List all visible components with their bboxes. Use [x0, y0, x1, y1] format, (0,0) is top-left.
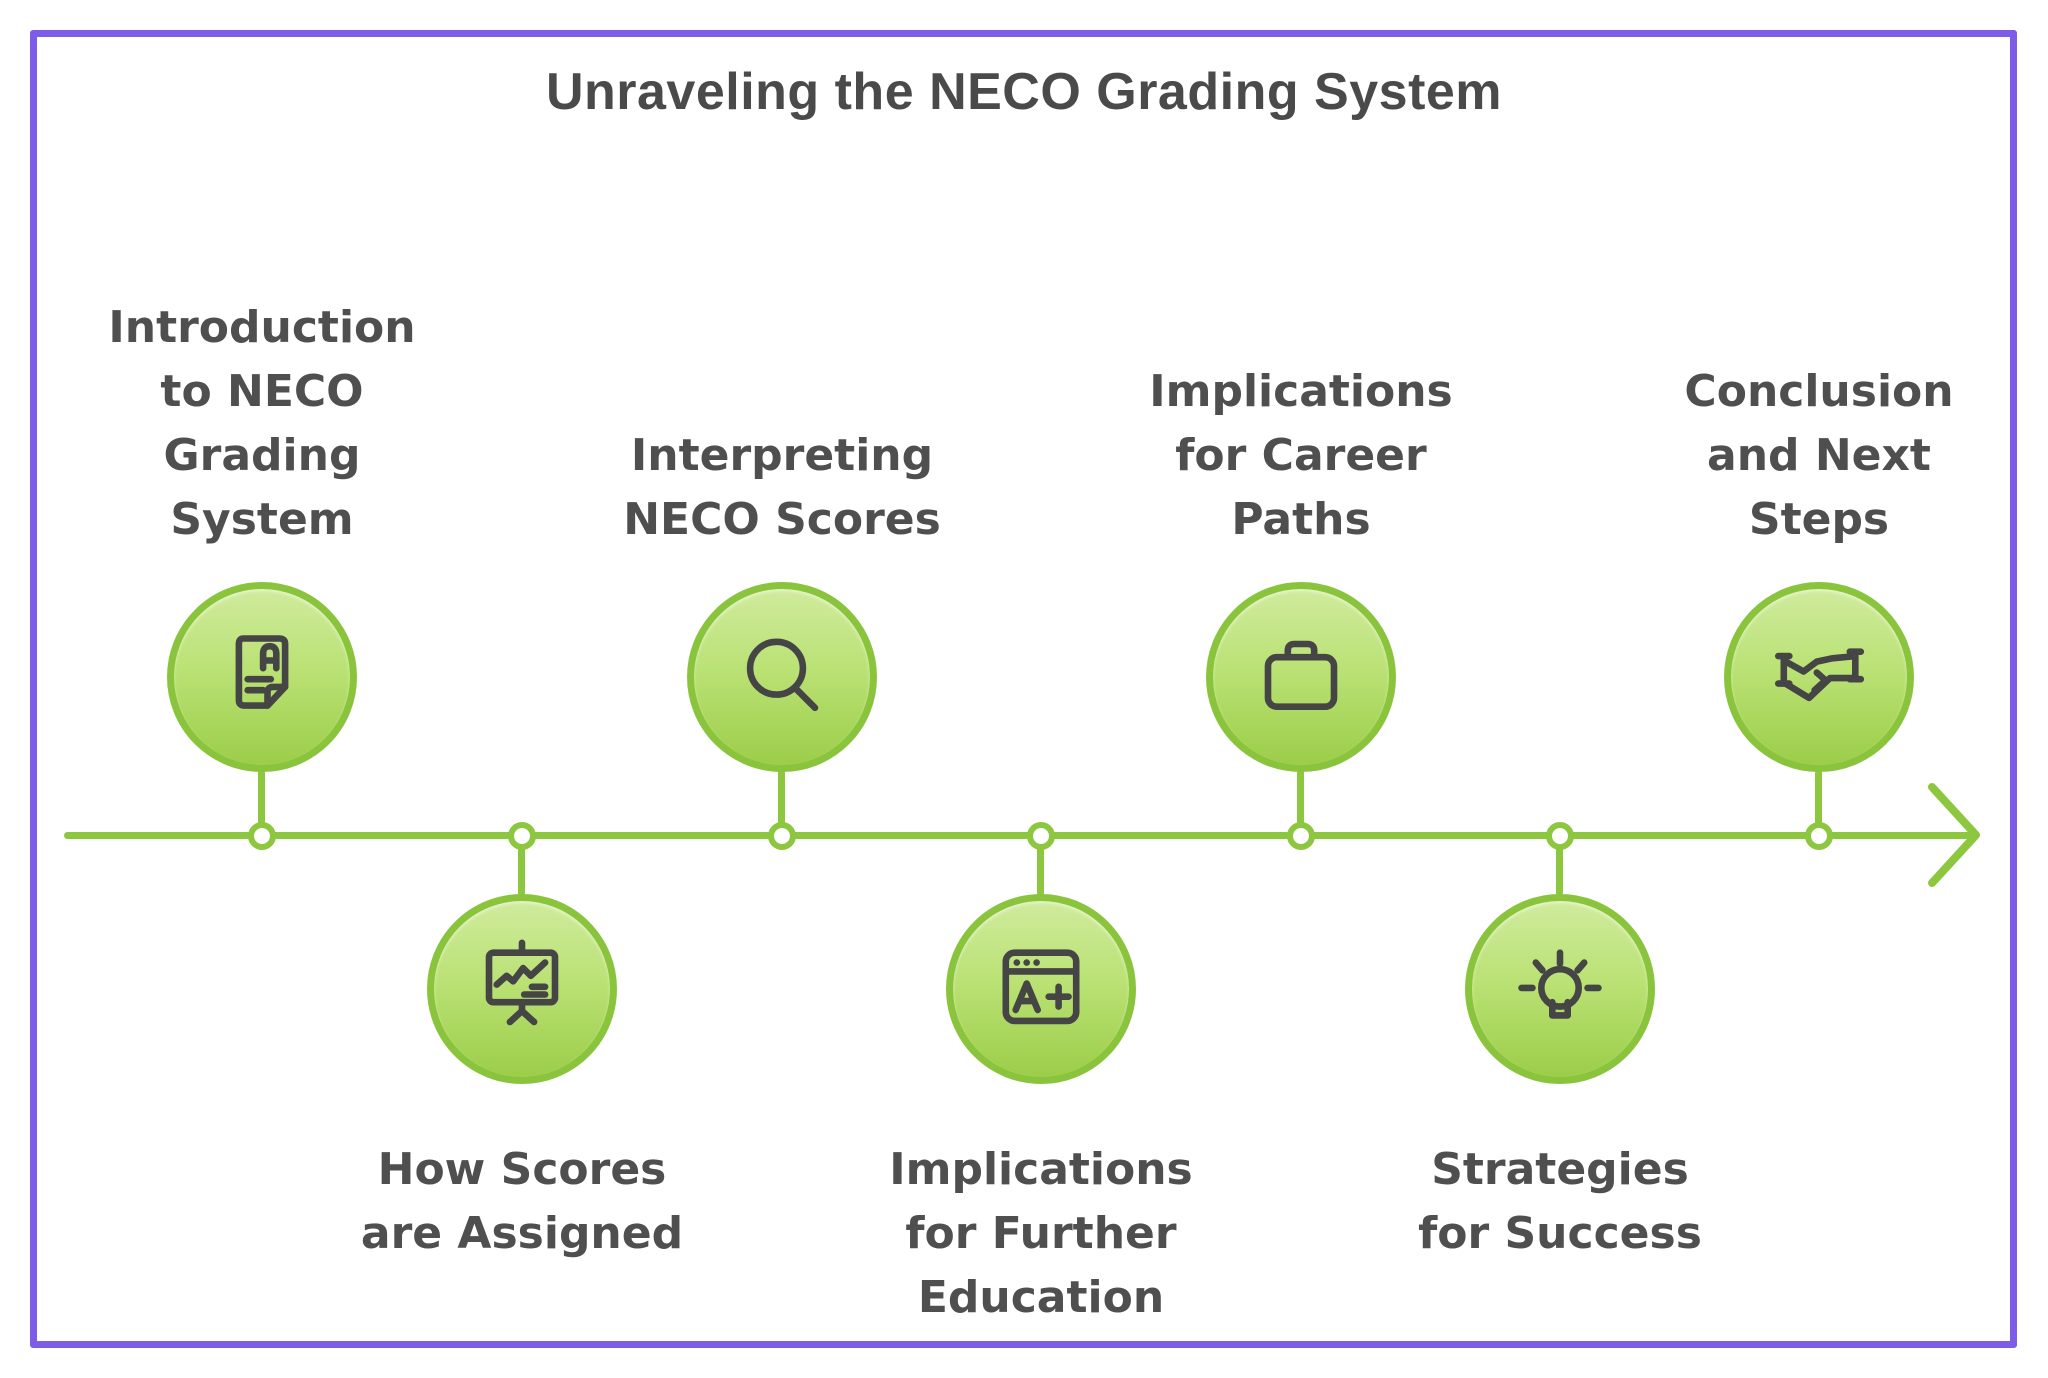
- timeline-connector-dot: [248, 822, 276, 850]
- node-label: Implications for Further Education: [889, 1144, 1193, 1323]
- node-circle: [427, 894, 617, 1084]
- node-label: Introduction to NECO Grading System: [108, 302, 416, 545]
- node-stem: [1297, 770, 1304, 834]
- node-stem: [778, 770, 785, 834]
- timeline-connector-dot: [1805, 822, 1833, 850]
- timeline-axis: [64, 832, 1972, 839]
- handshake-icon: [1775, 648, 1865, 702]
- node-circle: [167, 582, 357, 772]
- node-circle: [1465, 894, 1655, 1084]
- node-circle: [687, 582, 877, 772]
- node-stem: [1037, 844, 1044, 896]
- node-label: Strategies for Success: [1418, 1144, 1702, 1259]
- node-circle: [1206, 582, 1396, 772]
- a-plus-window-icon: [1002, 949, 1080, 1025]
- node-label: Interpreting NECO Scores: [623, 430, 941, 545]
- briefcase-icon: [1264, 640, 1338, 710]
- node-label: Conclusion and Next Steps: [1684, 366, 1954, 545]
- timeline-connector-dot: [1027, 822, 1055, 850]
- document-a-icon: [235, 635, 289, 709]
- page-title: Unraveling the NECO Grading System: [545, 63, 1503, 121]
- node-stem: [1815, 770, 1822, 834]
- node-label: How Scores are Assigned: [360, 1144, 684, 1259]
- presentation-chart-icon: [485, 939, 559, 1026]
- node-circle: [946, 894, 1136, 1084]
- node-stem: [1556, 844, 1563, 896]
- arrow-right-icon: [1928, 783, 1980, 887]
- lightbulb-icon: [1518, 949, 1602, 1019]
- timeline-connector-dot: [1287, 822, 1315, 850]
- node-label: Implications for Career Paths: [1149, 366, 1453, 545]
- node-stem: [258, 770, 265, 834]
- timeline-connector-dot: [1546, 822, 1574, 850]
- node-circle: [1724, 582, 1914, 772]
- magnifier-icon: [746, 638, 819, 712]
- diagram-border-frame: [30, 30, 2017, 1348]
- timeline-connector-dot: [508, 822, 536, 850]
- timeline-connector-dot: [768, 822, 796, 850]
- node-stem: [518, 844, 525, 896]
